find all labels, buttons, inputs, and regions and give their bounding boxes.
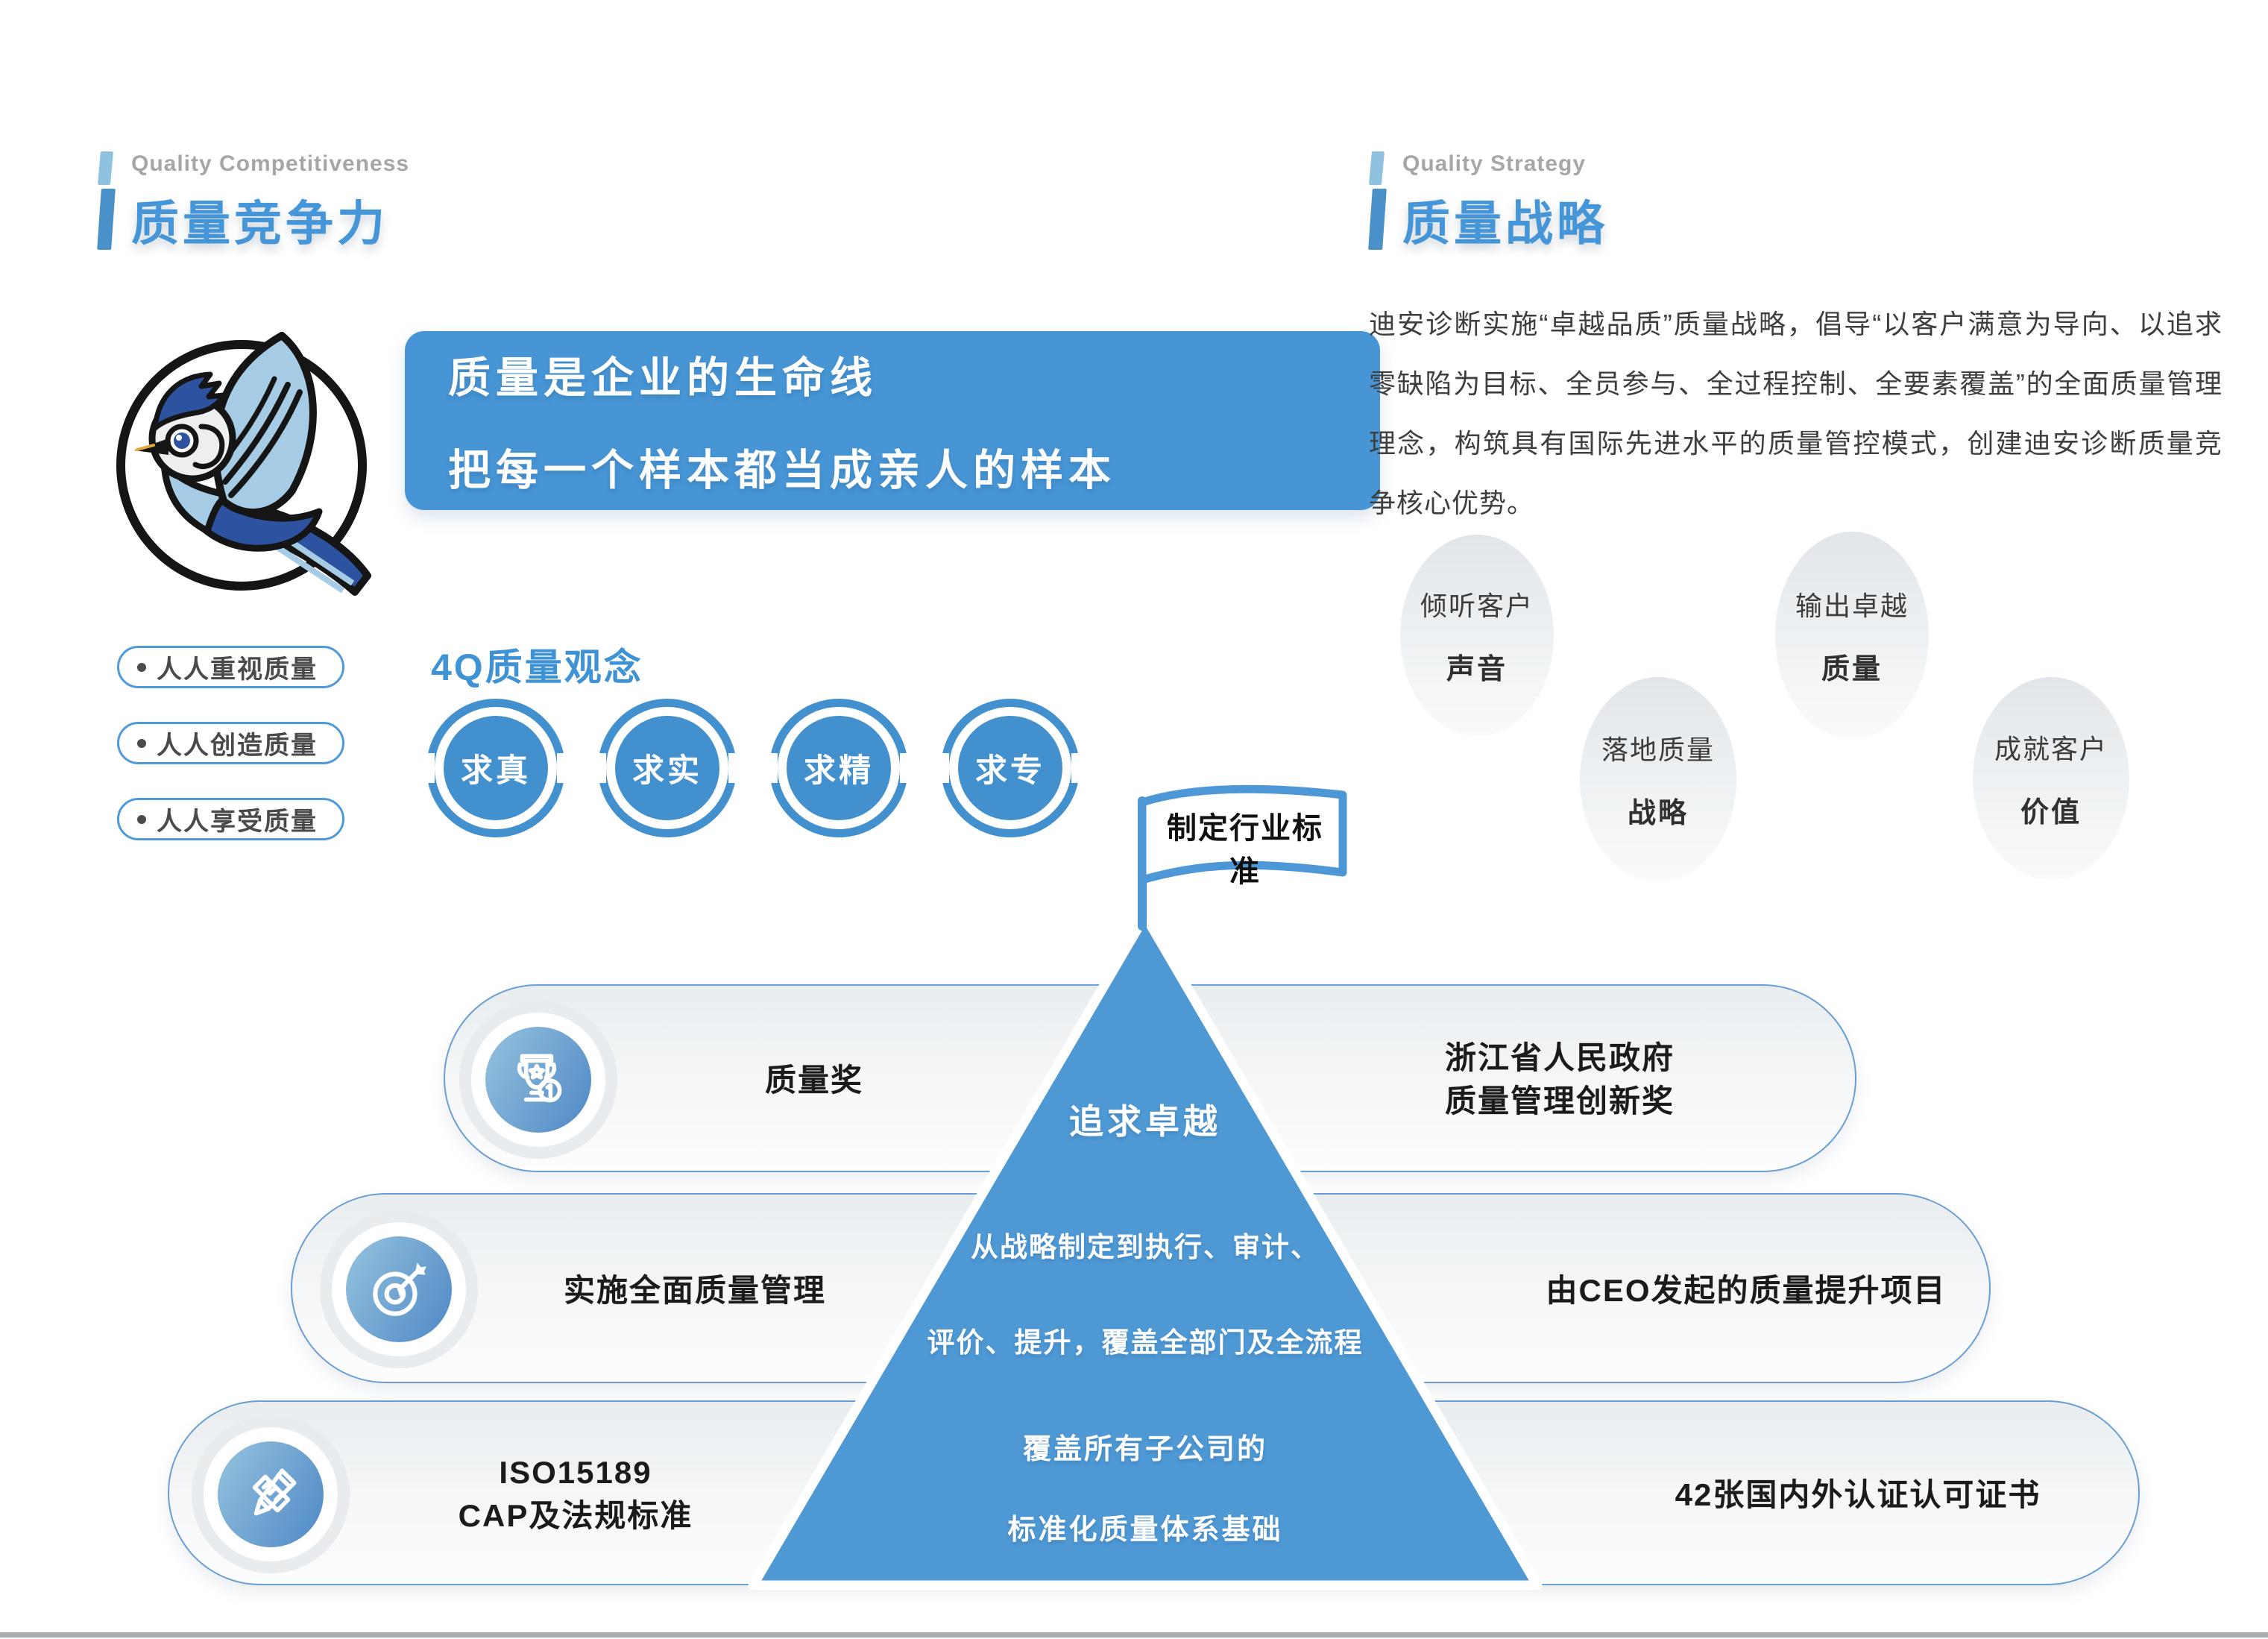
banner-line-1: 质量是企业的生命线	[448, 354, 878, 402]
bluejay-logo	[103, 313, 394, 604]
bubble-line-2: 声音	[1446, 653, 1508, 685]
bubble-line-2: 价值	[2020, 796, 2082, 828]
pyramid-triangle	[738, 904, 1558, 1596]
banner-line-2: 把每一个样本都当成亲人的样本	[448, 447, 1116, 494]
bubble-line-1: 倾听客户	[1420, 590, 1534, 621]
header-left-en: Quality Competitiveness	[131, 151, 410, 176]
accent-top	[1369, 151, 1385, 185]
bubble-implement-quality-strategy: 落地质量 战略	[1580, 677, 1736, 881]
fourq-circle-truth: 求真	[417, 699, 575, 837]
pencil-ruler-icon	[192, 1415, 350, 1573]
fourq-label: 求专	[975, 753, 1045, 789]
pyramid-tier2-line1: 从战略制定到执行、审计、	[971, 1232, 1320, 1262]
bubble-line-2: 质量	[1821, 653, 1883, 685]
bullet-dot-icon	[137, 662, 146, 672]
pyramid-tier3-line2: 标准化质量体系基础	[1007, 1514, 1283, 1546]
fourq-circle-expertise: 求专	[931, 699, 1089, 837]
level2-right-label: 由CEO发起的质量提升项目	[1546, 1273, 1947, 1308]
bubble-line-1: 成就客户	[1994, 733, 2108, 764]
fourq-circle-precision: 求精	[760, 699, 918, 837]
pyramid-tier2-line2: 评价、提升，覆盖全部门及全流程	[927, 1327, 1364, 1358]
level1-right-label: 浙江省人民政府 质量管理创新奖	[1381, 1036, 1739, 1123]
level3-right-label: 42张国内外认证认可证书	[1675, 1477, 2041, 1512]
accent-bottom	[1368, 189, 1387, 250]
level3-left-line1: ISO15189	[499, 1455, 652, 1490]
pyramid-tier1-label: 追求卓越	[1069, 1102, 1221, 1141]
header-right-zh: 质量战略	[1402, 197, 1608, 251]
bluejay-logo-graphic	[116, 332, 371, 596]
level1-right-line2: 质量管理创新奖	[1444, 1083, 1675, 1119]
flag-label: 制定行业标准	[1167, 812, 1323, 888]
pill-label: 人人享受质量	[157, 808, 318, 836]
pyramid-tier3-line1: 覆盖所有子公司的	[1022, 1434, 1267, 1465]
bullet-dot-icon	[137, 814, 146, 824]
pill-label: 人人重视质量	[157, 655, 318, 684]
fourq-label: 求实	[632, 753, 702, 789]
flag-shape	[1138, 784, 1347, 931]
accent-top	[98, 151, 113, 185]
bubble-line-1: 输出卓越	[1795, 590, 1909, 621]
header-left-zh: 质量竞争力	[131, 197, 388, 251]
fourq-circle-pragmatism: 求实	[588, 699, 746, 837]
level1-left-label: 质量奖	[764, 1063, 863, 1098]
bubble-line-1: 落地质量	[1601, 734, 1715, 765]
pill-create-quality: 人人创造质量	[117, 722, 344, 764]
header-accent-bar	[1368, 151, 1387, 254]
level2-left-label: 实施全面质量管理	[563, 1273, 826, 1308]
fourq-title: 4Q质量观念	[431, 647, 643, 688]
level3-left-label: ISO15189 CAP及法规标准	[352, 1451, 799, 1538]
pill-value-quality: 人人重视质量	[117, 646, 344, 688]
bottom-divider	[0, 1632, 2268, 1638]
pill-label: 人人创造质量	[157, 732, 318, 760]
trophy-icon	[459, 1001, 617, 1159]
section-header-quality-strategy: Quality Strategy 质量战略	[1368, 151, 1608, 254]
header-right-en: Quality Strategy	[1402, 151, 1587, 176]
level1-right-line1: 浙江省人民政府	[1444, 1040, 1675, 1075]
quality-slogan-banner: 质量是企业的生命线 把每一个样本都当成亲人的样本	[405, 331, 1380, 510]
accent-bottom	[97, 189, 116, 250]
bubble-line-2: 战略	[1627, 797, 1689, 829]
pyramid-triangle-shape	[748, 910, 1543, 1591]
target-arrow-icon	[320, 1210, 478, 1368]
bullet-dot-icon	[137, 738, 146, 748]
fourq-label: 求真	[461, 753, 531, 789]
pyramid-flag: 制定行业标准	[1128, 783, 1359, 932]
trophy-glyph	[517, 1054, 562, 1103]
fourq-label: 求精	[804, 753, 874, 789]
strategy-paragraph: 迪安诊断实施“卓越品质”质量战略，倡导“以客户满意为导向、以追求零缺陷为目标、全…	[1369, 309, 2223, 518]
bubble-achieve-customer-value: 成就客户 价值	[1973, 677, 2129, 880]
pencil-ruler-glyph	[252, 1468, 297, 1516]
level3-left-line2: CAP及法规标准	[458, 1498, 693, 1533]
header-accent-bar	[97, 151, 116, 254]
bubble-listen-customer-voice: 倾听客户 声音	[1400, 535, 1554, 736]
target-glyph	[373, 1262, 426, 1316]
section-header-quality-competitiveness: Quality Competitiveness 质量竞争力	[97, 151, 410, 254]
bubble-output-excellent-quality: 输出卓越 质量	[1775, 532, 1929, 739]
pill-enjoy-quality: 人人享受质量	[117, 798, 344, 840]
